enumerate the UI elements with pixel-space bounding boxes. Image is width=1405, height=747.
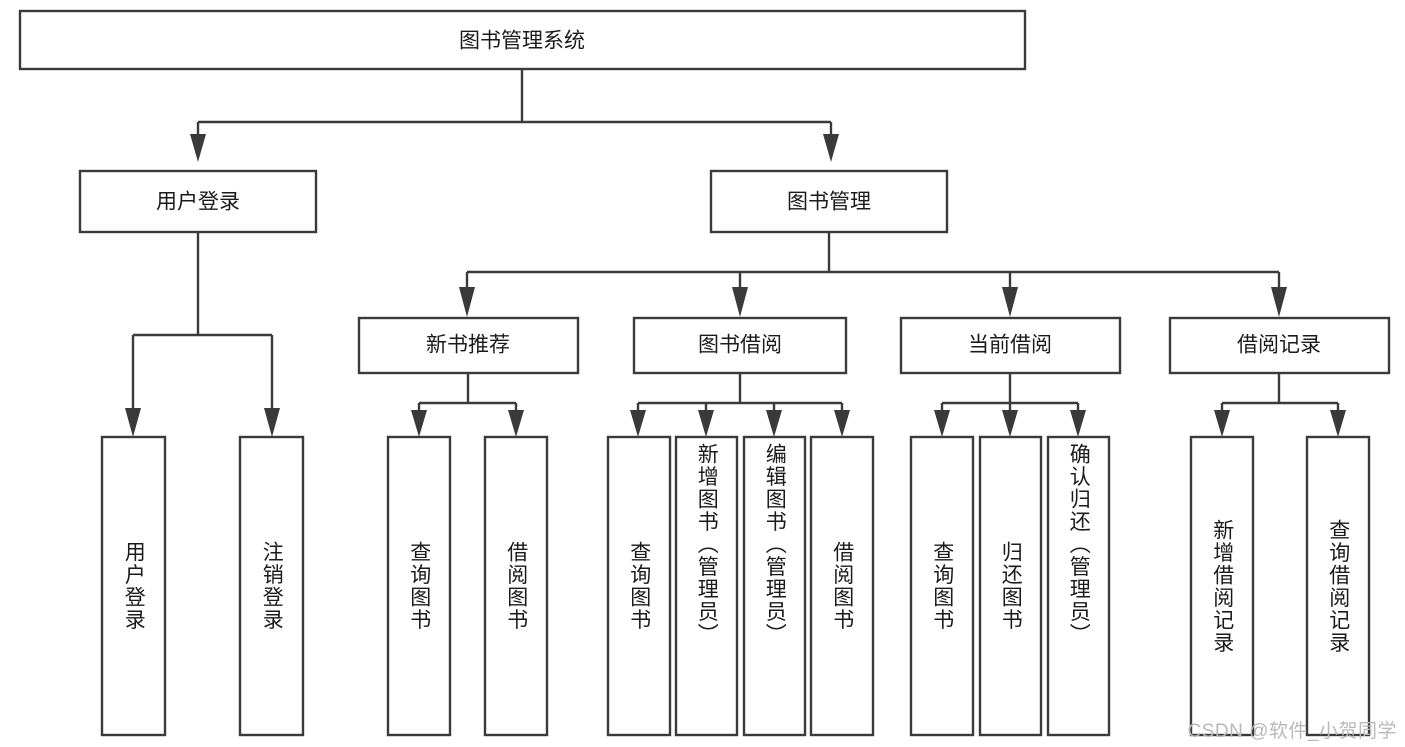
leaf-query-book-1-label: 查询图书: [407, 541, 431, 631]
leaf-user-login-label: 用户登录: [122, 541, 146, 631]
arrow-to-leaf-user-login: [125, 408, 141, 437]
node-new-book-recommend: 新书推荐: [357, 316, 580, 375]
leaf-edit-book-label: 编辑图书（管理员）: [763, 443, 787, 646]
leaf-logout-login-box: [238, 435, 305, 737]
leaf-borrow-book-1-box: [483, 435, 549, 737]
node-root: 图书管理系统: [18, 9, 1027, 71]
borrow-record-box: [1168, 316, 1391, 375]
leaf-edit-book: 编辑图书（管理员）: [744, 443, 805, 735]
book-management-label: 图书管理: [787, 191, 871, 214]
leaf-add-record-box: [1189, 435, 1255, 737]
connector-book-borrow-to-leaves: [630, 373, 850, 437]
leaf-edit-book-box: [742, 435, 807, 737]
leaf-confirm-return: 确认归还（管理员）: [1048, 443, 1109, 735]
arrow-to-current-borrow: [1002, 287, 1018, 317]
arrow-to-leaf-confirm-return: [1070, 410, 1086, 437]
leaf-borrow-book-2: 借阅图书: [811, 437, 873, 735]
leaf-query-book-1-box: [386, 435, 452, 737]
arrow-to-leaf-borrow-book-1: [508, 410, 524, 437]
new-book-recommend-label: 新书推荐: [426, 334, 510, 357]
arrow-to-leaf-add-record: [1214, 410, 1230, 437]
connector-new-book-recommend-to-leaves: [411, 373, 524, 437]
connector-user-login-to-leaves: [125, 232, 280, 437]
arrow-to-leaf-query-book-2: [630, 410, 646, 437]
new-book-recommend-box: [357, 316, 580, 375]
leaf-query-record-label: 查询借阅记录: [1326, 518, 1350, 654]
book-borrow-label: 图书借阅: [698, 334, 782, 357]
arrow-to-leaf-query-record: [1330, 410, 1346, 437]
node-user-login: 用户登录: [78, 169, 318, 234]
leaf-add-book: 新增图书（管理员）: [676, 443, 737, 735]
book-management-box: [709, 169, 949, 234]
node-current-borrow: 当前借阅: [899, 316, 1122, 375]
borrow-record-label: 借阅记录: [1237, 334, 1321, 357]
connector-root-to-level2: [190, 69, 839, 162]
leaf-borrow-book-2-box: [809, 435, 875, 737]
arrow-to-leaf-query-book-3: [934, 410, 950, 437]
user-login-box: [78, 169, 318, 234]
leaf-query-record: 查询借阅记录: [1307, 437, 1369, 735]
leaf-return-book: 归还图书: [980, 437, 1041, 735]
csdn-watermark: CSDN @软件_小贺同学: [1187, 721, 1397, 742]
user-login-label: 用户登录: [156, 191, 240, 214]
arrow-to-leaf-return-book: [1002, 410, 1018, 437]
leaf-logout-login: 注销登录: [240, 437, 303, 735]
arrow-to-leaf-query-book-1: [411, 410, 427, 437]
leaf-borrow-book-1-label: 借阅图书: [504, 541, 528, 631]
node-borrow-record: 借阅记录: [1168, 316, 1391, 375]
arrow-to-leaf-add-book: [698, 410, 714, 437]
leaf-query-book-2-label: 查询图书: [627, 541, 651, 631]
arrow-to-leaf-borrow-book-2: [834, 410, 850, 437]
arrow-to-leaf-edit-book: [766, 410, 782, 437]
leaf-add-book-label: 新增图书（管理员）: [695, 443, 719, 646]
current-borrow-label: 当前借阅: [968, 334, 1052, 357]
leaf-query-record-box: [1305, 435, 1371, 737]
arrow-to-book-management: [823, 134, 839, 162]
arrow-to-user-login: [190, 134, 206, 162]
connector-current-borrow-to-leaves: [934, 373, 1086, 437]
leaf-add-record-label: 新增借阅记录: [1210, 518, 1234, 654]
book-borrow-box: [632, 316, 848, 375]
leaf-user-login: 用户登录: [102, 437, 165, 735]
leaf-logout-login-label: 注销登录: [260, 541, 284, 631]
arrow-to-book-borrow: [732, 287, 748, 317]
leaf-query-book-2: 查询图书: [608, 437, 670, 735]
leaf-borrow-book-2-label: 借阅图书: [830, 541, 854, 631]
leaf-query-book-3-label: 查询图书: [930, 541, 954, 631]
connector-borrow-record-to-leaves: [1214, 373, 1346, 437]
arrow-to-leaf-logout-login: [264, 408, 280, 437]
arrow-to-borrow-record: [1271, 287, 1287, 317]
leaf-borrow-book-1: 借阅图书: [485, 437, 547, 735]
leaf-confirm-return-box: [1046, 435, 1111, 737]
leaf-query-book-1: 查询图书: [388, 437, 450, 735]
node-book-management: 图书管理: [709, 169, 949, 234]
leaf-return-book-box: [978, 435, 1043, 737]
node-book-borrow: 图书借阅: [632, 316, 848, 375]
leaf-return-book-label: 归还图书: [999, 541, 1023, 631]
leaf-add-book-box: [674, 435, 739, 737]
leaf-query-book-2-box: [606, 435, 672, 737]
leaf-query-book-3: 查询图书: [911, 437, 973, 735]
leaf-query-book-3-box: [909, 435, 975, 737]
leaf-confirm-return-label: 确认归还（管理员）: [1067, 443, 1091, 646]
leaf-add-record: 新增借阅记录: [1191, 437, 1253, 735]
root-box: [18, 9, 1027, 71]
leaf-user-login-box: [100, 435, 167, 737]
connector-book-management-to-level3: [459, 232, 1287, 317]
leaf-boxes-group: [100, 435, 1371, 737]
arrow-to-new-book-recommend: [459, 287, 475, 317]
root-label: 图书管理系统: [459, 30, 585, 53]
